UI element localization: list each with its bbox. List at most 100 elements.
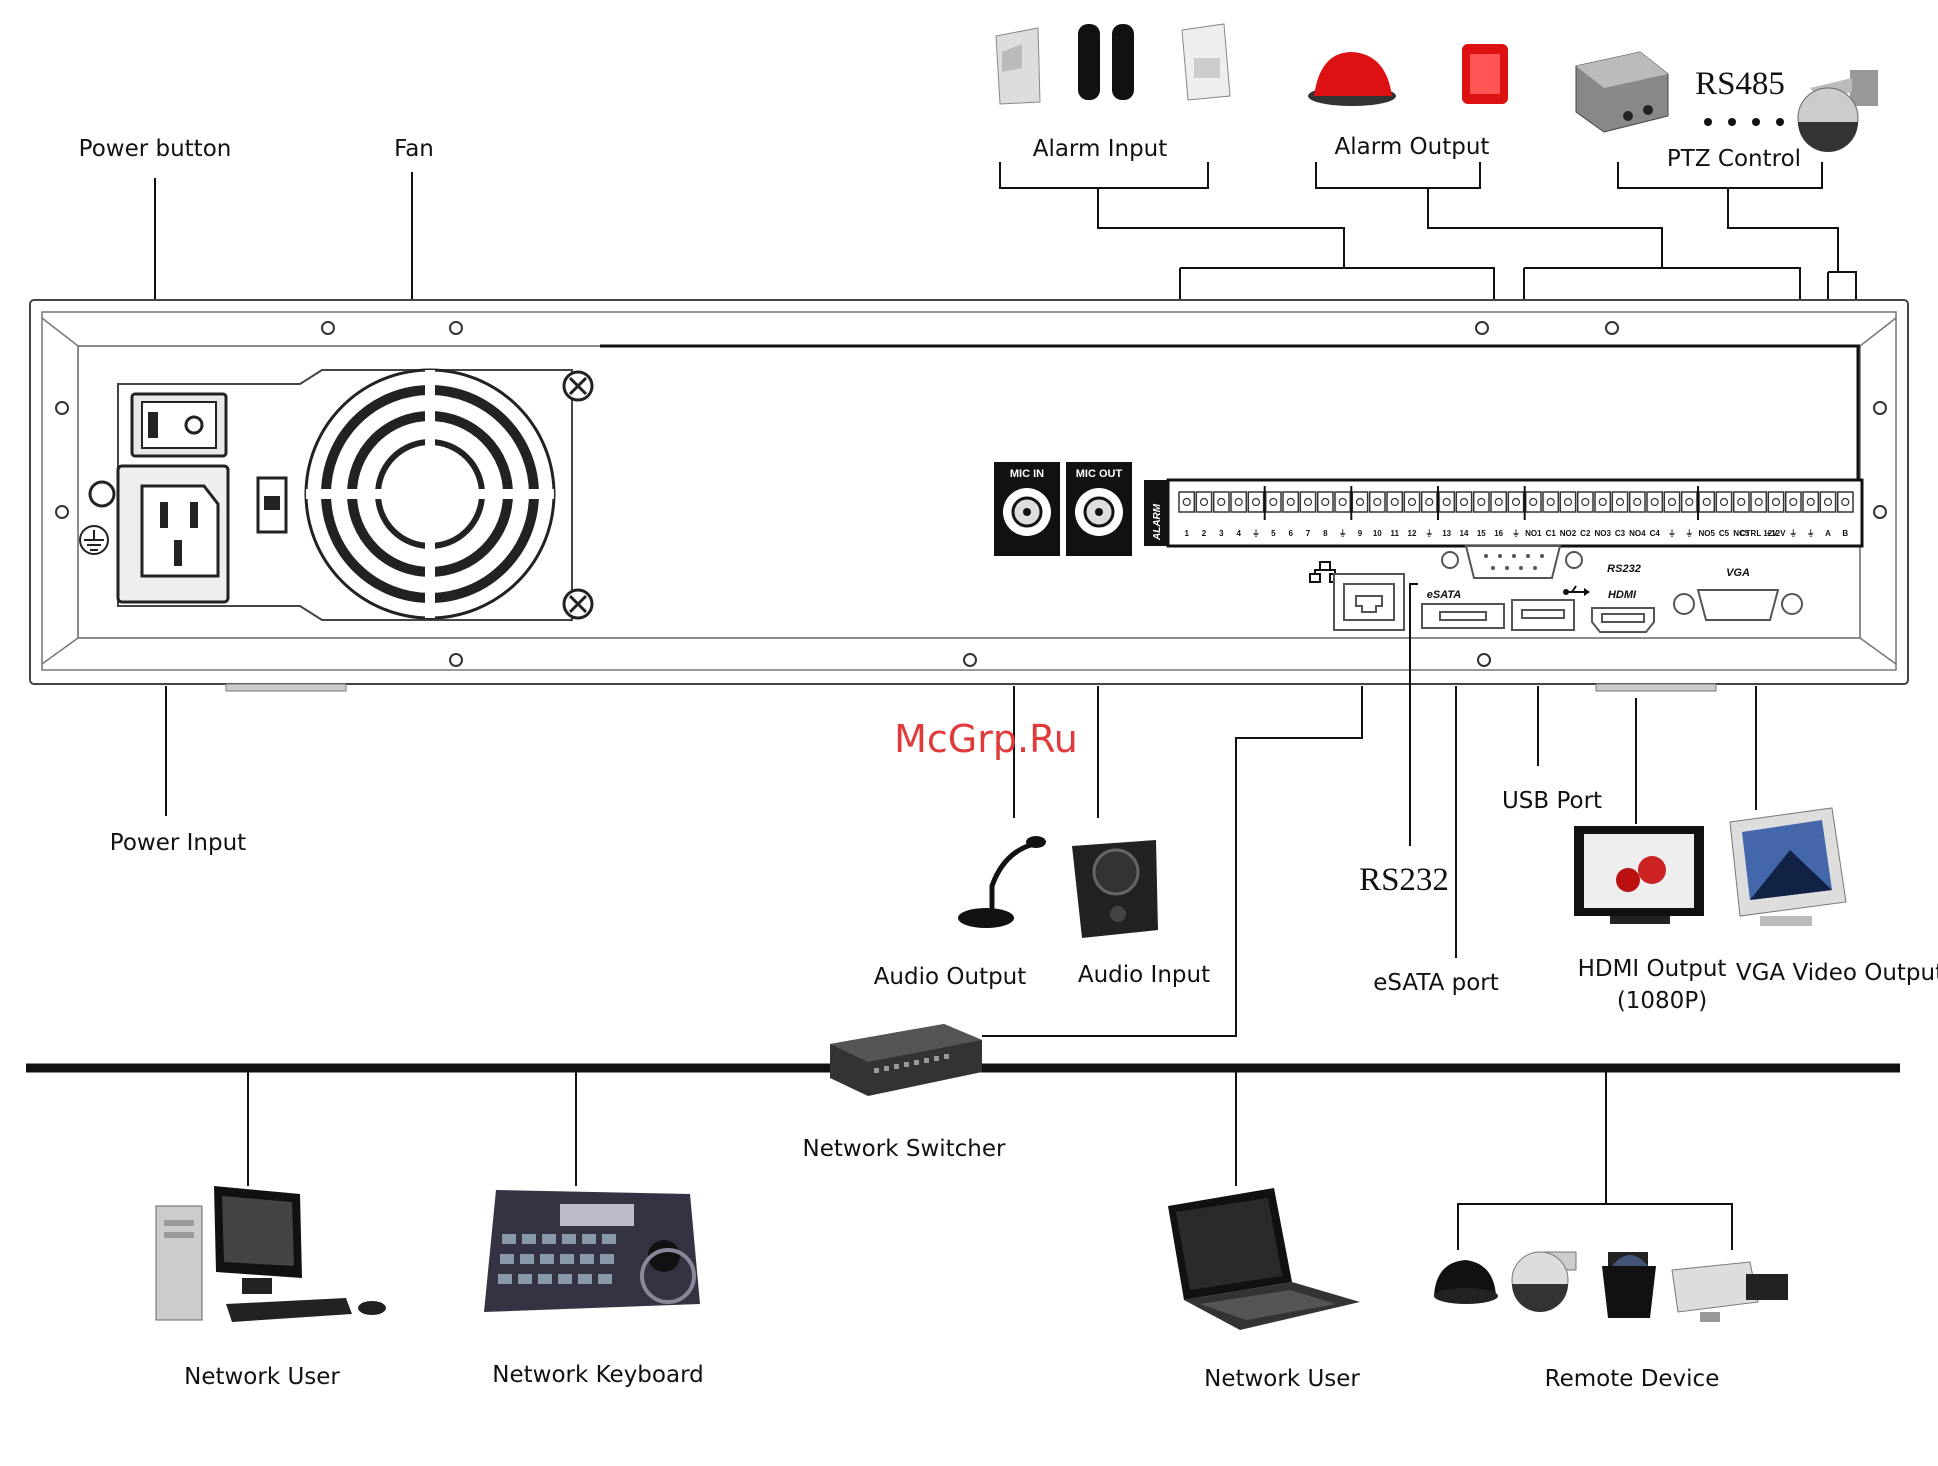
alarm-terminal-screw[interactable]: [1698, 491, 1716, 513]
alarm-terminal-screw[interactable]: [1438, 491, 1456, 513]
alarm-terminal-screw[interactable]: [1611, 491, 1629, 513]
alarm-pin-label: ⏚: [1512, 529, 1520, 538]
alarm-terminal-screw[interactable]: [1715, 491, 1733, 513]
alarm-terminal-screw[interactable]: [1732, 491, 1750, 513]
desktop-pc-icon: [155, 1186, 386, 1322]
network-user-right-label: Network User: [1204, 1366, 1360, 1392]
alarm-terminal-screw[interactable]: [1542, 491, 1560, 513]
rs485-dots: [1704, 118, 1784, 126]
alarm-terminal-hole: [1841, 497, 1850, 507]
alarm-terminal-screw[interactable]: [1490, 491, 1508, 513]
alarm-terminal-hole: [1771, 497, 1781, 507]
alarm-terminal-screw[interactable]: [1420, 491, 1438, 513]
alarm-terminal-screw[interactable]: [1282, 491, 1300, 513]
usb-icon: [1563, 585, 1590, 596]
alarm-terminal-screw[interactable]: [1680, 491, 1698, 513]
alarm-terminal-screw[interactable]: [1784, 491, 1802, 513]
alarm-pin-label: NO1: [1525, 529, 1542, 538]
alarm-terminal-screw[interactable]: [1802, 491, 1820, 513]
alarm-terminal-screw[interactable]: [1594, 491, 1612, 513]
alarm-terminal-screw[interactable]: [1351, 491, 1369, 513]
alarm-terminal-hole: [1269, 497, 1278, 507]
alarm-terminal-hole: [1806, 497, 1815, 507]
mic-in-port[interactable]: MIC IN: [994, 462, 1060, 556]
alarm-terminal-screw[interactable]: [1524, 491, 1542, 513]
smoke-detector-icon: [1181, 23, 1231, 101]
alarm-terminal-screw[interactable]: [1212, 491, 1230, 513]
alarm-terminal-screw[interactable]: [1247, 491, 1265, 513]
alarm-terminal-screw[interactable]: [1316, 491, 1334, 513]
alarm-output-label: Alarm Output: [1335, 134, 1490, 160]
hdmi-output-label: HDMI Output: [1578, 956, 1727, 982]
power-button[interactable]: [130, 392, 228, 458]
alarm-terminal-screw[interactable]: [1178, 491, 1196, 513]
alarm-terminal-screw[interactable]: [1230, 491, 1248, 513]
alarm-terminal-screw[interactable]: [1472, 491, 1490, 513]
alarm-terminal-screw[interactable]: [1386, 491, 1404, 513]
alarm-terminal-screw[interactable]: [1195, 491, 1213, 513]
alarm-pin-label: A: [1825, 529, 1831, 538]
alarm-terminal-screw[interactable]: [1507, 491, 1525, 513]
vga-port[interactable]: VGA: [1673, 567, 1803, 621]
usb-port-label: USB Port: [1502, 788, 1602, 814]
alarm-terminal-screw[interactable]: [1750, 491, 1768, 513]
vga-output-label: VGA Video Output: [1736, 960, 1938, 986]
alarm-terminal-screw[interactable]: [1559, 491, 1577, 513]
alarm-terminal-hole: [1511, 497, 1521, 507]
alarm-pin-label: CTRL 12V: [1740, 529, 1778, 538]
alarm-terminal-screw[interactable]: [1663, 491, 1681, 513]
ptz-keyboard-icon: [484, 1190, 700, 1312]
ground-icon: [79, 480, 116, 555]
mic-out-port[interactable]: MIC OUT: [1066, 462, 1132, 556]
laptop-icon: [1168, 1188, 1360, 1330]
alarm-terminal-hole: [1823, 497, 1833, 507]
siren-icon: [1308, 52, 1396, 106]
alarm-terminal-screw[interactable]: [1264, 491, 1282, 513]
alarm-terminal-hole: [1563, 497, 1573, 507]
power-input-label: Power Input: [110, 830, 246, 856]
network-keyboard-label: Network Keyboard: [492, 1362, 703, 1388]
alarm-terminal-hole: [1667, 497, 1677, 507]
dome-camera-icon: [1434, 1260, 1498, 1304]
rs232-port[interactable]: RS232: [1441, 545, 1641, 579]
alarm-terminal-screw[interactable]: [1334, 491, 1352, 513]
alarm-terminal-screw[interactable]: [1767, 491, 1785, 513]
alarm-terminal-screw[interactable]: [1836, 491, 1854, 513]
alarm-terminal-screw[interactable]: [1576, 491, 1594, 513]
alarm-pin-label: ⏚: [1252, 529, 1260, 538]
ptz-decoder-icon: [1575, 51, 1669, 133]
alarm-pin-label: 12: [1408, 529, 1417, 538]
alarm-pin-label: C4: [1650, 529, 1661, 538]
alarm-label: ALARM: [1152, 503, 1163, 541]
hdmi-port-label: HDMI: [1608, 589, 1637, 601]
alarm-terminal-hole: [1234, 497, 1243, 507]
alarm-terminal-hole: [1182, 497, 1191, 507]
power-input-socket[interactable]: [116, 464, 230, 604]
alarm-terminal-screw[interactable]: [1455, 491, 1473, 513]
alarm-pin-label: 14: [1460, 529, 1469, 538]
alarm-input-label: Alarm Input: [1033, 136, 1168, 162]
alarm-terminal-screw[interactable]: [1819, 491, 1837, 513]
alarm-terminal-hole: [1789, 497, 1798, 507]
alarm-pin-label: C1: [1546, 529, 1557, 538]
usb-port[interactable]: [1511, 585, 1590, 631]
fan-label: Fan: [394, 136, 434, 162]
lan-port[interactable]: [1309, 561, 1405, 631]
alarm-terminal-screw[interactable]: [1646, 491, 1664, 513]
alarm-pin-label: 4: [1236, 529, 1241, 538]
alarm-terminal-screw[interactable]: [1368, 491, 1386, 513]
alarm-terminal-screw[interactable]: [1299, 491, 1317, 513]
hdmi-port[interactable]: HDMI: [1591, 589, 1655, 633]
rs232-label: RS232: [1359, 862, 1449, 898]
alarm-terminal-hole: [1390, 497, 1399, 507]
esata-port[interactable]: eSATA: [1421, 589, 1505, 629]
hdmi-resolution-label: (1080P): [1617, 988, 1707, 1014]
alarm-terminal-screw[interactable]: [1403, 491, 1421, 513]
alarm-pin-label: 2: [1202, 529, 1207, 538]
voltage-selector: [256, 476, 288, 534]
alarm-terminal-screw[interactable]: [1628, 491, 1646, 513]
esata-port-callout: eSATA port: [1373, 970, 1499, 996]
speed-dome-icon: [1797, 70, 1878, 152]
alarm-pin-label: NO3: [1594, 529, 1611, 538]
